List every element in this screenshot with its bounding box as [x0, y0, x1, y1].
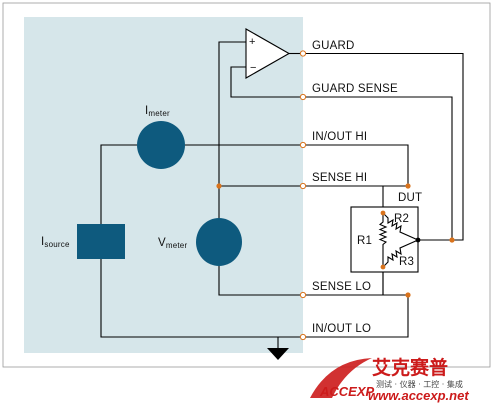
junction-guard-ext: [449, 237, 455, 243]
imeter-label: Imeter: [145, 105, 170, 118]
watermark-logo: ACCEXP 艾克赛普 测试 · 仪器 · 工控 · 集成 www.accexp…: [310, 356, 469, 403]
dut-node-bottom: [380, 264, 386, 270]
terminal-guard-sense: [299, 93, 307, 101]
vmeter-symbol: [196, 218, 242, 266]
dut-node-guard: [415, 237, 421, 243]
guard-opamp: [245, 28, 291, 79]
junction-sense-lo-ext: [405, 292, 411, 298]
terminal-inout-lo: [299, 333, 307, 341]
terminal-sense-lo: [299, 291, 307, 299]
label-sense-hi: SENSE HI: [312, 172, 367, 184]
opamp-plus-sign: +: [249, 36, 255, 48]
label-inout-lo: IN/OUT LO: [312, 323, 371, 335]
junction-opamp-plus: [216, 183, 222, 189]
label-guard: GUARD: [312, 40, 355, 52]
label-r1: R1: [357, 235, 372, 247]
junction-sense-hi-ext: [405, 183, 411, 189]
wire-vmeter-bottom: [218, 266, 303, 296]
watermark-tagline: 测试 · 仪器 · 工控 · 集成: [376, 379, 463, 389]
wire-ext-guard-sense: [303, 96, 453, 240]
watermark-url: www.accexp.net: [368, 388, 469, 403]
resistor-r3: [382, 239, 419, 268]
wire-opamp-minus: [230, 66, 303, 98]
label-sense-lo: SENSE LO: [312, 281, 371, 293]
isource-symbol: [77, 224, 125, 259]
wire-imeter-left: [100, 144, 137, 224]
ground-icon: [267, 348, 289, 360]
wire-ext-inout-lo: [303, 294, 409, 338]
wire-ext-inout-hi: [303, 144, 409, 186]
wire-isource-bottom: [100, 259, 303, 338]
label-inout-hi: IN/OUT HI: [312, 131, 367, 143]
imeter-symbol: [137, 121, 185, 169]
watermark-brand: 艾克赛普: [372, 356, 448, 379]
label-guard-sense: GUARD SENSE: [312, 83, 398, 95]
resistor-r1: [378, 213, 388, 267]
wire-opamp-plus: [218, 41, 246, 186]
logo-letters: ACCEXP: [319, 384, 375, 399]
terminal-guard: [299, 50, 307, 57]
terminal-sense-hi: [299, 182, 307, 190]
resistor-r2: [382, 212, 419, 241]
terminal-inout-hi: [299, 141, 307, 149]
logo-swoosh-icon: [310, 358, 372, 398]
label-r3: R3: [399, 256, 414, 268]
dut-node-top: [380, 210, 386, 216]
wire-ext-guard: [303, 52, 464, 241]
vmeter-label: Vmeter: [158, 237, 187, 250]
isource-label: Isource: [41, 236, 70, 249]
label-r2: R2: [394, 213, 409, 225]
instrument-panel: [24, 17, 303, 353]
label-dut: DUT: [398, 192, 422, 204]
opamp-minus-sign: −: [250, 62, 256, 74]
